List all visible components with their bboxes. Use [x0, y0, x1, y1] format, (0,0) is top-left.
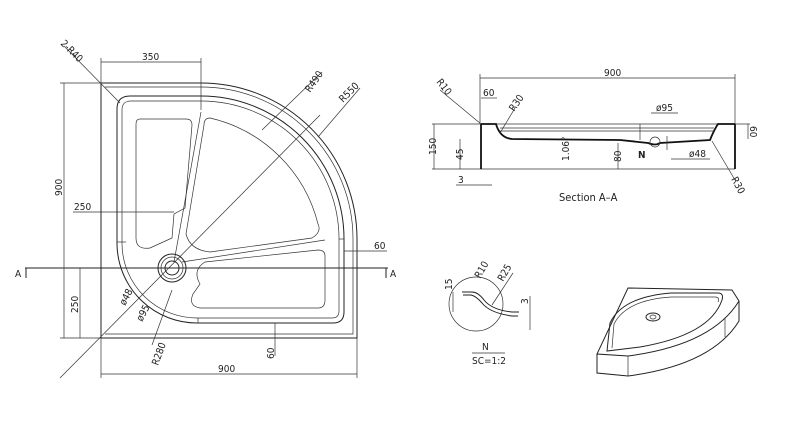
leader-r25: [491, 272, 514, 306]
dim-inner-arc-radius: R490: [303, 69, 326, 95]
dim-side-offset: 250: [74, 202, 91, 213]
dim-inner-radius-left: R30: [507, 93, 526, 114]
dim-outer-arc-radius: R550: [337, 81, 362, 106]
dim-height: 900: [54, 179, 65, 196]
dim-front-radius: R280: [150, 341, 168, 367]
dim-rim-height-right: 60: [747, 126, 758, 138]
basin-rim: [116, 95, 345, 324]
section-marker-right: A: [390, 269, 397, 280]
iso-drain-inner: [649, 314, 657, 320]
isometric-view: [596, 287, 740, 377]
tray-profile: [481, 123, 735, 146]
diagonal-centerline: [59, 114, 321, 379]
leader-r490: [261, 71, 323, 131]
detail-profile-top: [462, 291, 519, 313]
detail-label: N: [482, 342, 489, 353]
section-marker-left: A: [15, 269, 22, 280]
dim-slope: 1.06°: [561, 136, 572, 161]
iso-drain: [645, 312, 661, 322]
dim-top-width: 350: [142, 52, 159, 63]
leader-r280: [151, 289, 173, 346]
dim-detail-radius-small: R10: [473, 259, 492, 280]
leader-r10: [439, 89, 482, 125]
dim-corner-radius: 2-R40: [58, 38, 85, 65]
dim-drain-offset: 250: [70, 296, 81, 313]
dim-total-height: 150: [428, 138, 439, 155]
detail-circle: [448, 276, 504, 332]
dim-wall-thickness: 3: [458, 175, 464, 186]
dim-detail-radius-large: R25: [496, 263, 514, 284]
detail-marker-n: N: [638, 150, 646, 161]
detail-n-circle: [649, 136, 661, 148]
anti-slip-pad-left: [135, 118, 193, 249]
leader-r40: [63, 45, 121, 104]
channel-line: [181, 239, 326, 263]
dim-section-drain-outer: ø95: [656, 103, 673, 114]
dim-detail-thickness: 3: [520, 298, 531, 304]
channel-line: [173, 111, 202, 263]
dim-edge-radius: R10: [434, 77, 454, 98]
dim-rim-width-bottom: 60: [266, 347, 277, 359]
leader-r30-right: [711, 140, 736, 181]
dim-width: 900: [218, 364, 235, 375]
dim-inner-radius-right: R30: [728, 175, 746, 196]
plan-view: A A 350 2-R40 900 250 250 R490 R550 60 ø…: [15, 38, 397, 379]
dim-rim-width: 60: [483, 88, 495, 99]
iso-basin-inner: [611, 296, 720, 349]
dim-detail-height: 15: [444, 279, 455, 290]
anti-slip-pad-center: [185, 117, 320, 253]
dim-rim-width-right: 60: [374, 241, 386, 252]
tray-outer-outline-inner: [105, 86, 354, 335]
leader-r550: [317, 87, 361, 138]
iso-front-face: [596, 301, 740, 377]
anti-slip-pad-bottom: [191, 249, 326, 309]
dim-section-drain-inner: ø48: [689, 149, 706, 160]
detail-profile-bottom: [463, 294, 518, 317]
dim-drain-outer-diameter: ø95: [135, 303, 153, 323]
detail-view: 15 R10 R25 3 N SC=1:2: [444, 259, 531, 367]
iso-top-outline: [596, 287, 740, 357]
tray-outer-outline: [100, 82, 358, 339]
dim-section-width: 900: [604, 68, 621, 79]
section-view: 900 R10 60 R30 ø95 150 45 1.06° 80 N ø48…: [428, 68, 758, 204]
detail-scale: SC=1:2: [472, 356, 506, 367]
leader-r30-left: [499, 107, 516, 134]
section-title: Section A–A: [559, 191, 618, 204]
iso-basin-rim: [606, 292, 723, 352]
basin-floor: [121, 100, 340, 319]
dim-drain-height: 80: [613, 150, 624, 162]
dim-inner-depth: 45: [455, 149, 466, 160]
